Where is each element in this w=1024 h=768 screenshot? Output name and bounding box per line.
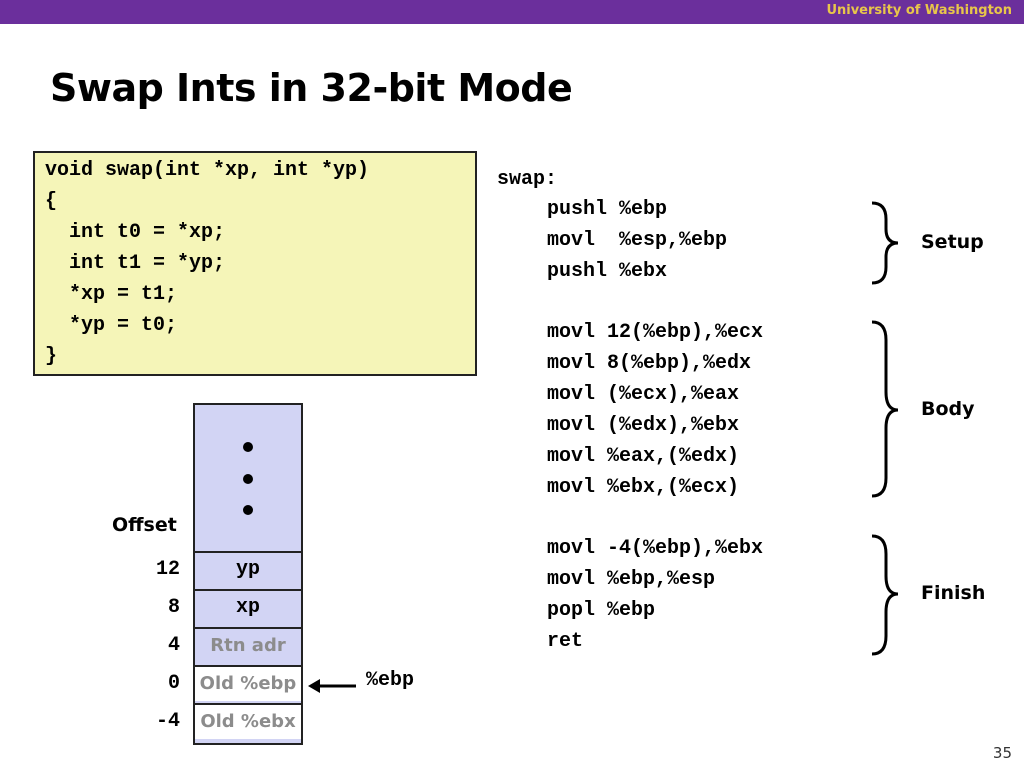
c-code-line: *yp = t0; — [45, 314, 178, 337]
asm-finish-line: popl %ebp — [547, 599, 656, 622]
c-code-box: void swap(int *xp, int *yp) { int t0 = *… — [33, 151, 477, 376]
stack-cell-old-ebp: Old %ebp — [195, 665, 301, 701]
c-code-line: } — [45, 345, 58, 368]
offset-0: 0 — [167, 672, 180, 695]
asm-body-line: movl 8(%ebp),%edx — [547, 352, 752, 375]
stack-cell-return-address: Rtn adr — [195, 627, 301, 663]
finish-label: Finish — [921, 582, 986, 604]
asm-finish-line: movl -4(%ebp),%ebx — [547, 537, 764, 560]
asm-finish-line: ret — [547, 630, 584, 653]
stack-cell-xp: xp — [195, 589, 301, 625]
ebp-arrow-head — [308, 679, 320, 693]
body-brace — [871, 320, 899, 498]
c-code-line: int t0 = *xp; — [45, 221, 226, 244]
asm-body-line: movl %ebx,(%ecx) — [547, 476, 740, 499]
asm-body-line: movl %eax,(%edx) — [547, 445, 740, 468]
asm-label: swap: — [497, 168, 558, 191]
offset-header: Offset — [112, 514, 177, 536]
asm-body-line: movl (%ecx),%eax — [547, 383, 740, 406]
stack-ellipsis — [195, 405, 301, 551]
slide-title: Swap Ints in 32-bit Mode — [50, 66, 573, 110]
asm-finish-line: movl %ebp,%esp — [547, 568, 716, 591]
ebp-pointer-label: %ebp — [366, 669, 415, 692]
setup-brace — [871, 201, 899, 285]
asm-setup-line: pushl %ebp — [547, 198, 668, 221]
ellipsis-dot — [243, 442, 253, 452]
stack-frame: yp xp Rtn adr Old %ebp Old %ebx — [193, 403, 303, 745]
offset-8: 8 — [167, 596, 180, 619]
c-code-line: int t1 = *yp; — [45, 252, 226, 275]
setup-label: Setup — [921, 231, 984, 253]
c-code-line: void swap(int *xp, int *yp) — [45, 159, 370, 182]
finish-brace — [871, 534, 899, 656]
asm-setup-line: pushl %ebx — [547, 260, 668, 283]
asm-setup-line: movl %esp,%ebp — [547, 229, 728, 252]
institution-name: University of Washington — [826, 3, 1012, 18]
body-label: Body — [921, 398, 975, 420]
c-code-line: { — [45, 190, 58, 213]
c-code-line: *xp = t1; — [45, 283, 178, 306]
asm-body-line: movl 12(%ebp),%ecx — [547, 321, 764, 344]
ellipsis-dot — [243, 474, 253, 484]
top-banner: University of Washington — [0, 0, 1024, 24]
offset-4: 4 — [167, 634, 180, 657]
stack-cell-yp: yp — [195, 551, 301, 587]
offset-12: 12 — [155, 558, 180, 581]
offset-minus-4: -4 — [155, 710, 180, 733]
page-number: 35 — [992, 744, 1012, 762]
asm-body-line: movl (%edx),%ebx — [547, 414, 740, 437]
ellipsis-dot — [243, 505, 253, 515]
stack-cell-old-ebx: Old %ebx — [195, 703, 301, 739]
